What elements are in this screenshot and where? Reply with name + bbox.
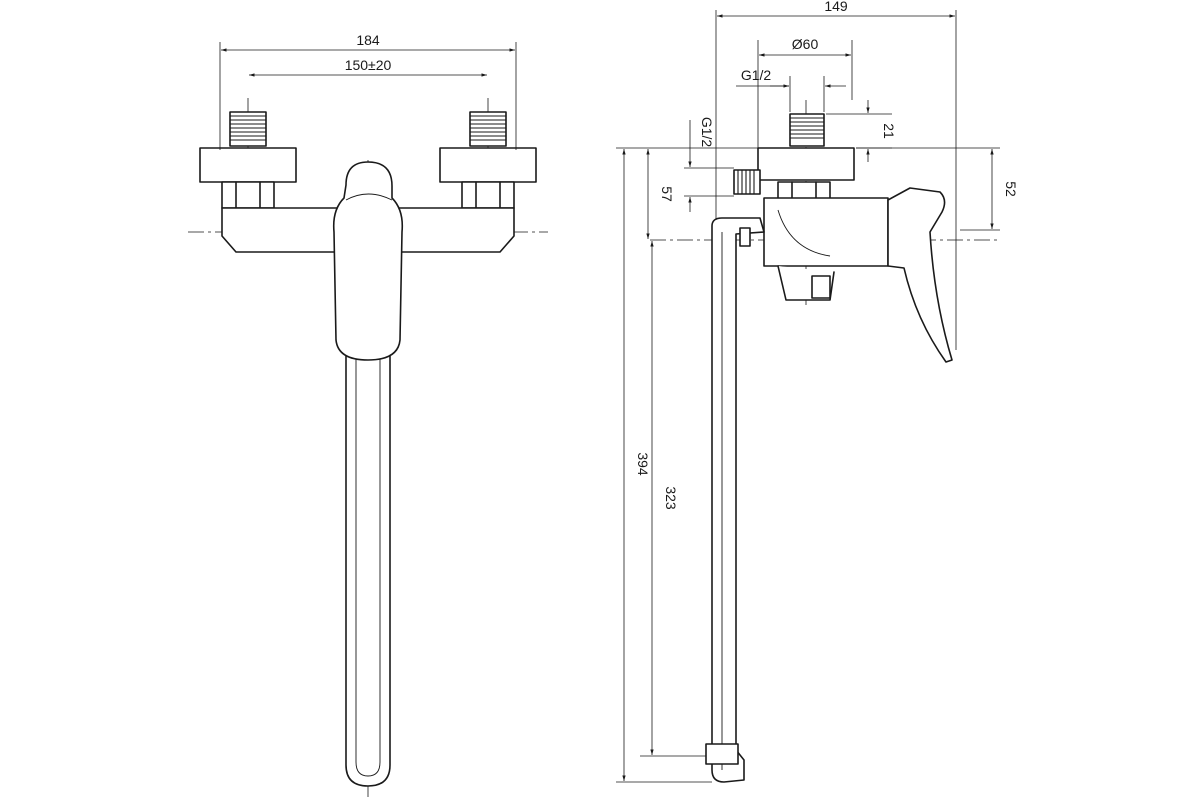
dimension-side-height-394: 394 xyxy=(616,147,712,783)
dimension-side-thread-left: G1/2 xyxy=(684,117,734,212)
right-eccentric-fitting xyxy=(439,111,537,209)
front-spout xyxy=(345,329,391,787)
side-width-label: 149 xyxy=(824,0,848,14)
front-view: 184 150±20 xyxy=(188,32,548,800)
side-diverter-knob xyxy=(811,275,831,299)
left-hex-nut xyxy=(221,181,275,209)
side-thread-top-label: G1/2 xyxy=(741,67,772,83)
side-body xyxy=(763,197,889,267)
right-hex-nut xyxy=(461,181,515,209)
front-spacing-label: 150±20 xyxy=(345,57,392,73)
side-spout xyxy=(711,217,765,783)
left-escutcheon xyxy=(199,147,297,183)
side-escutcheon xyxy=(757,147,855,181)
dimension-side-height-57: 57 xyxy=(640,147,758,239)
side-height-394-label: 394 xyxy=(635,452,651,476)
dimension-side-height-52: 52 xyxy=(856,147,1019,231)
dimension-side-width: 149 xyxy=(715,0,957,350)
side-lever-handle xyxy=(887,187,953,363)
dimension-front-spacing: 150±20 xyxy=(249,57,487,77)
side-height-52-label: 52 xyxy=(1003,181,1019,197)
side-height-323-label: 323 xyxy=(663,486,679,510)
side-thread-left-label: G1/2 xyxy=(699,117,715,148)
right-escutcheon xyxy=(439,147,537,183)
dimension-front-width: 184 xyxy=(219,32,517,150)
side-spout-aerator xyxy=(705,743,739,765)
front-handle-contour xyxy=(345,193,393,201)
side-spout-pin xyxy=(739,227,751,247)
side-body-contour xyxy=(777,209,831,257)
dimension-side-height-323: 323 xyxy=(640,241,706,757)
side-height-21-label: 21 xyxy=(881,123,897,139)
left-eccentric-fitting xyxy=(199,111,297,209)
dimension-side-diameter: Ø60 xyxy=(757,36,853,148)
right-thread xyxy=(469,111,507,147)
front-handle xyxy=(332,161,404,361)
side-diameter-label: Ø60 xyxy=(792,36,819,52)
left-thread xyxy=(229,111,267,147)
dimension-side-thread-top: G1/2 xyxy=(736,67,846,112)
side-height-57-label: 57 xyxy=(659,186,675,202)
front-width-label: 184 xyxy=(356,32,380,48)
side-view: 149 Ø60 G1/2 21 xyxy=(616,0,1019,783)
front-spout-inner-line xyxy=(355,335,381,777)
